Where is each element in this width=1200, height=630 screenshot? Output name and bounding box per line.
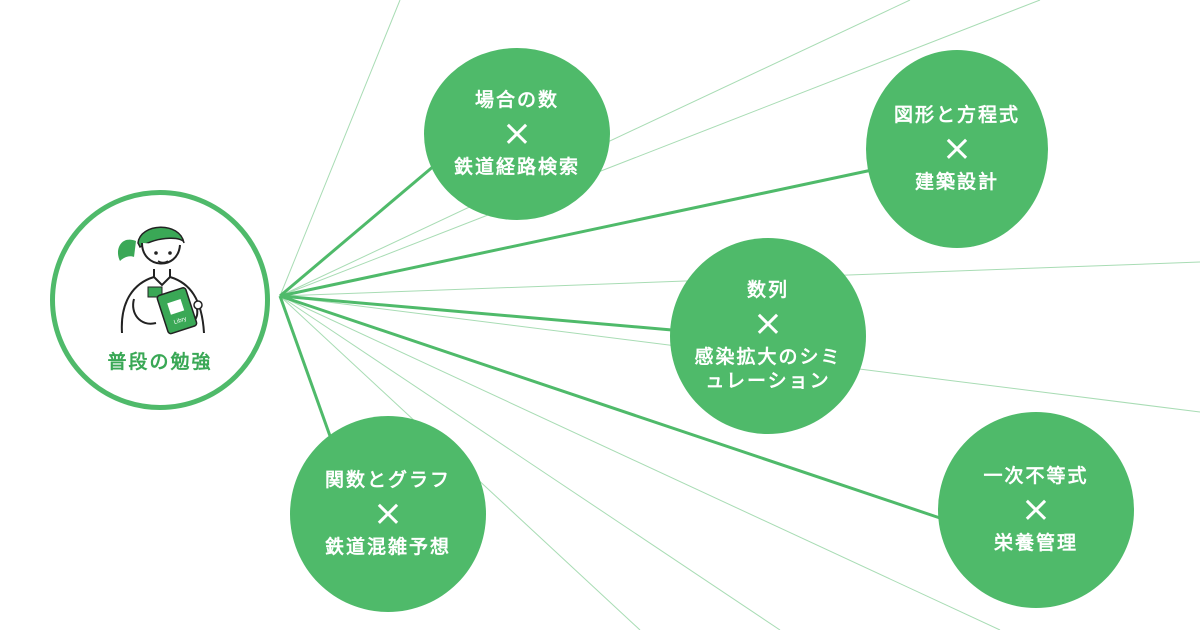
topic-application: 建築設計 xyxy=(914,170,999,193)
topic-subject: 一次不等式 xyxy=(983,465,1089,488)
ray-line xyxy=(279,295,781,630)
connector-topic-2 xyxy=(279,168,873,298)
topic-subject: 関数とグラフ xyxy=(324,469,451,492)
tablet-brand-text: Libry xyxy=(173,316,187,326)
connector-topic-5 xyxy=(279,294,941,520)
topic-application: 栄養管理 xyxy=(993,531,1078,554)
hub-label: 普段の勉強 xyxy=(107,351,213,373)
cross-icon: × xyxy=(501,113,533,155)
hub-circle: Libry 普段の勉強 xyxy=(50,190,270,410)
connector-topic-4 xyxy=(278,295,332,437)
student-illustration: Libry xyxy=(117,226,205,335)
ray-line xyxy=(279,0,1041,297)
topic-application: 感染拡大のシミュレーション xyxy=(694,345,842,393)
topic-node-4: 関数とグラフ × 鉄道混雑予想 xyxy=(290,416,486,612)
cross-icon: × xyxy=(1020,489,1052,531)
ray-line xyxy=(279,295,1001,630)
topic-node-2: 図形と方程式 × 建築設計 xyxy=(866,50,1048,248)
topic-application: 鉄道経路検索 xyxy=(453,155,580,178)
topic-subject: 図形と方程式 xyxy=(893,104,1020,127)
topic-node-5: 一次不等式 × 栄養管理 xyxy=(938,412,1134,608)
cross-icon: × xyxy=(941,128,973,170)
topic-subject: 場合の数 xyxy=(474,89,559,112)
ray-line xyxy=(279,0,401,297)
cross-icon: × xyxy=(372,493,404,535)
topic-application: 鉄道混雑予想 xyxy=(324,535,451,558)
cross-icon: × xyxy=(752,302,784,344)
topic-subject: 数列 xyxy=(746,279,789,302)
connector-topic-1 xyxy=(279,163,436,298)
topic-node-1: 場合の数 × 鉄道経路検索 xyxy=(424,48,610,220)
topic-node-3: 数列 × 感染拡大のシミュレーション xyxy=(670,238,866,434)
connector-topic-3 xyxy=(279,294,673,332)
